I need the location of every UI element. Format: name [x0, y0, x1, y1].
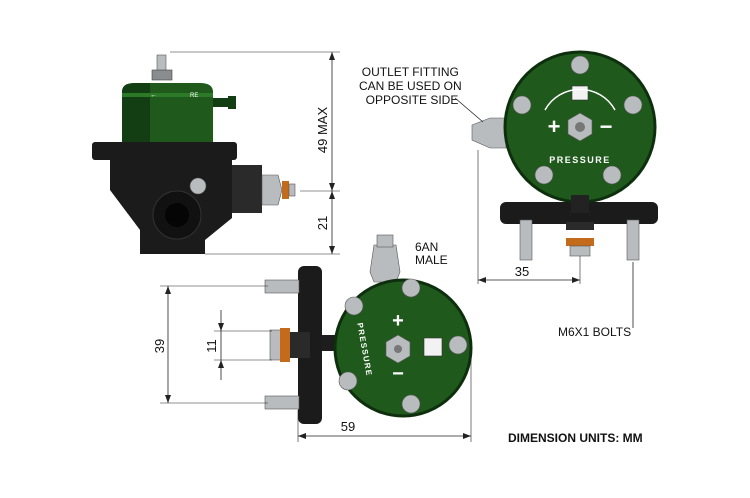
svg-text:6AN MALE: 6AN MALE — [415, 240, 448, 267]
front-bolt-bottom — [264, 395, 300, 410]
dim-bolt-spacing: 39 — [152, 339, 167, 353]
dim-base-height: 21 — [315, 216, 330, 230]
an-fitting-hex — [369, 244, 401, 283]
front-locking-tab — [423, 337, 443, 357]
front-plus-sign: + — [392, 310, 404, 332]
svg-text:OUTLET FITTING CAN BE US: OUTLET FITTING CAN BE USED ON OPPOSITE S… — [359, 65, 465, 107]
plus-sign: + — [548, 114, 561, 139]
outlet-label-line3: OPPOSITE SIDE — [366, 93, 459, 107]
units-label: DIMENSION UNITS: MM — [508, 431, 643, 445]
pressure-label-top: PRESSURE — [549, 155, 611, 165]
svg-text:RE: RE — [190, 93, 198, 99]
top-view: + − PRESSURE OUTLET FITTING CAN BE USED … — [359, 50, 658, 339]
dim-inlet-dia: 11 — [204, 339, 219, 353]
side-view: ← RE 49 MAX 21 — [92, 51, 340, 255]
bolt-head — [189, 177, 207, 195]
minus-sign: − — [600, 114, 613, 139]
side-fitting-hex — [261, 174, 283, 206]
locking-tab — [571, 85, 589, 101]
dim-height-max: 49 MAX — [315, 107, 330, 154]
svg-text:←: ← — [150, 92, 157, 99]
lock-nut — [151, 69, 173, 81]
front-view: 6AN MALE + − PRESSURE 39 — [152, 234, 473, 442]
mount-bolt-left — [519, 219, 533, 261]
outlet-label-line1: OUTLET FITTING — [362, 65, 459, 79]
dim-fitting-offset: 35 — [515, 264, 529, 279]
front-bolt-top — [264, 279, 300, 294]
dim-width: 59 — [341, 419, 355, 434]
outlet-label-line2: CAN BE USED ON — [359, 79, 462, 93]
an-label-line2: MALE — [415, 253, 448, 267]
outlet-fitting — [471, 117, 507, 149]
vacuum-port — [213, 98, 233, 107]
side-fitting-block — [232, 165, 262, 213]
body-flange — [92, 142, 237, 160]
an-label-line1: 6AN — [415, 240, 438, 254]
bolts-label: M6X1 BOLTS — [558, 325, 631, 339]
front-minus-sign: − — [392, 363, 404, 385]
mount-bolt-right — [626, 219, 640, 261]
